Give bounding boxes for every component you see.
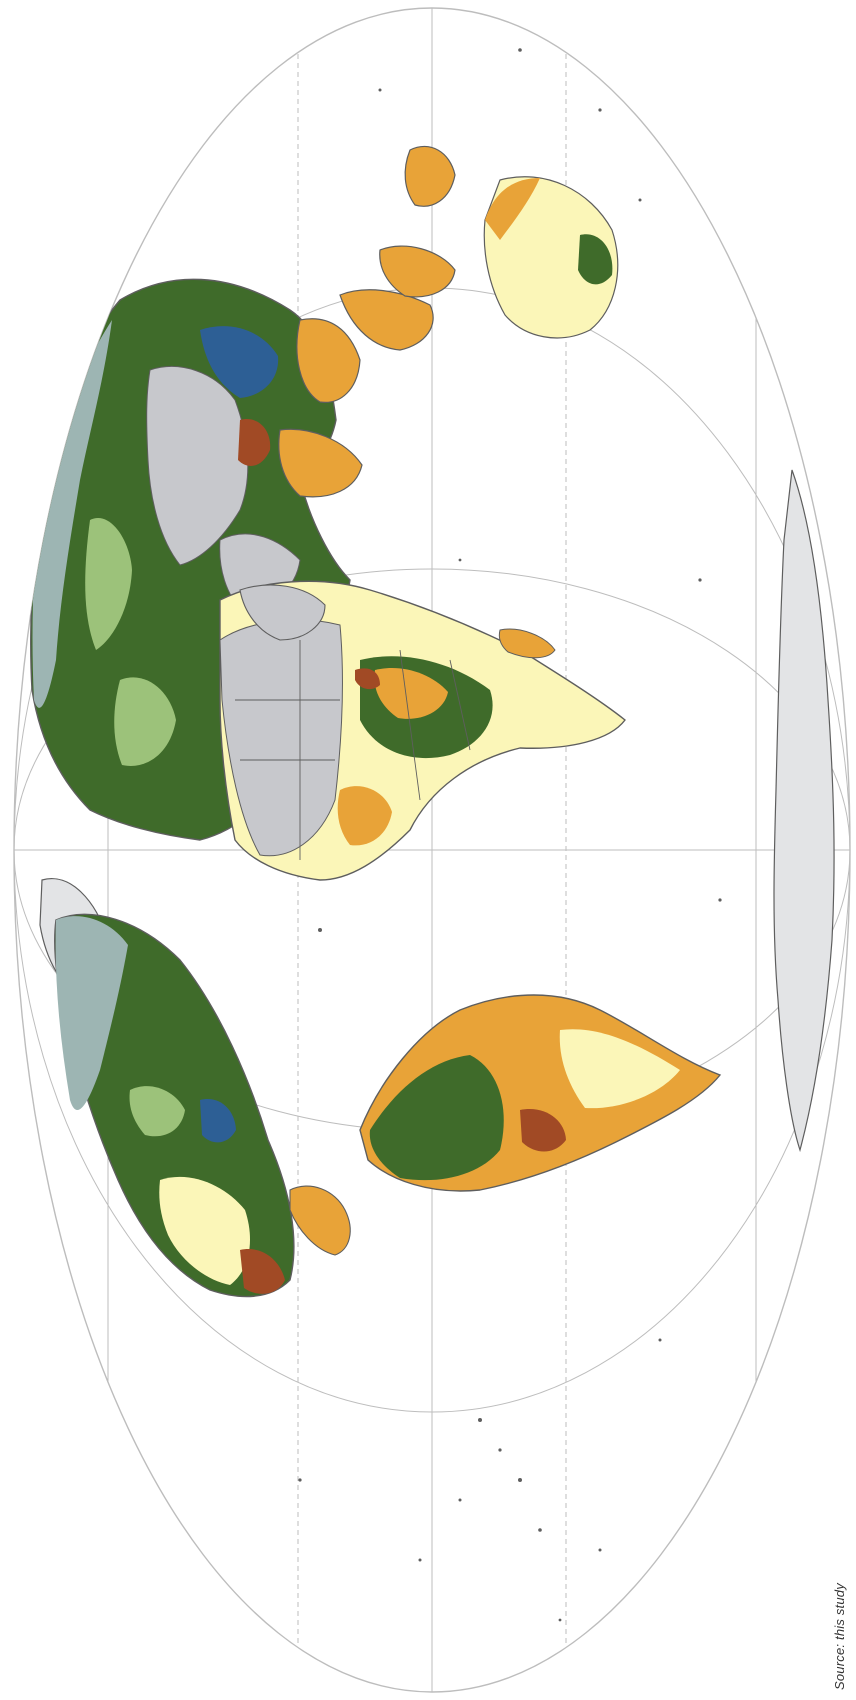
central-america <box>289 1185 351 1256</box>
arabia <box>239 584 326 641</box>
source-note: Source: this study <box>832 1583 847 1690</box>
asia-south-east <box>278 145 456 498</box>
south-america <box>359 994 722 1192</box>
australia <box>483 176 619 339</box>
antarctica <box>773 469 835 1153</box>
madagascar <box>498 628 556 659</box>
north-america <box>54 913 295 1298</box>
